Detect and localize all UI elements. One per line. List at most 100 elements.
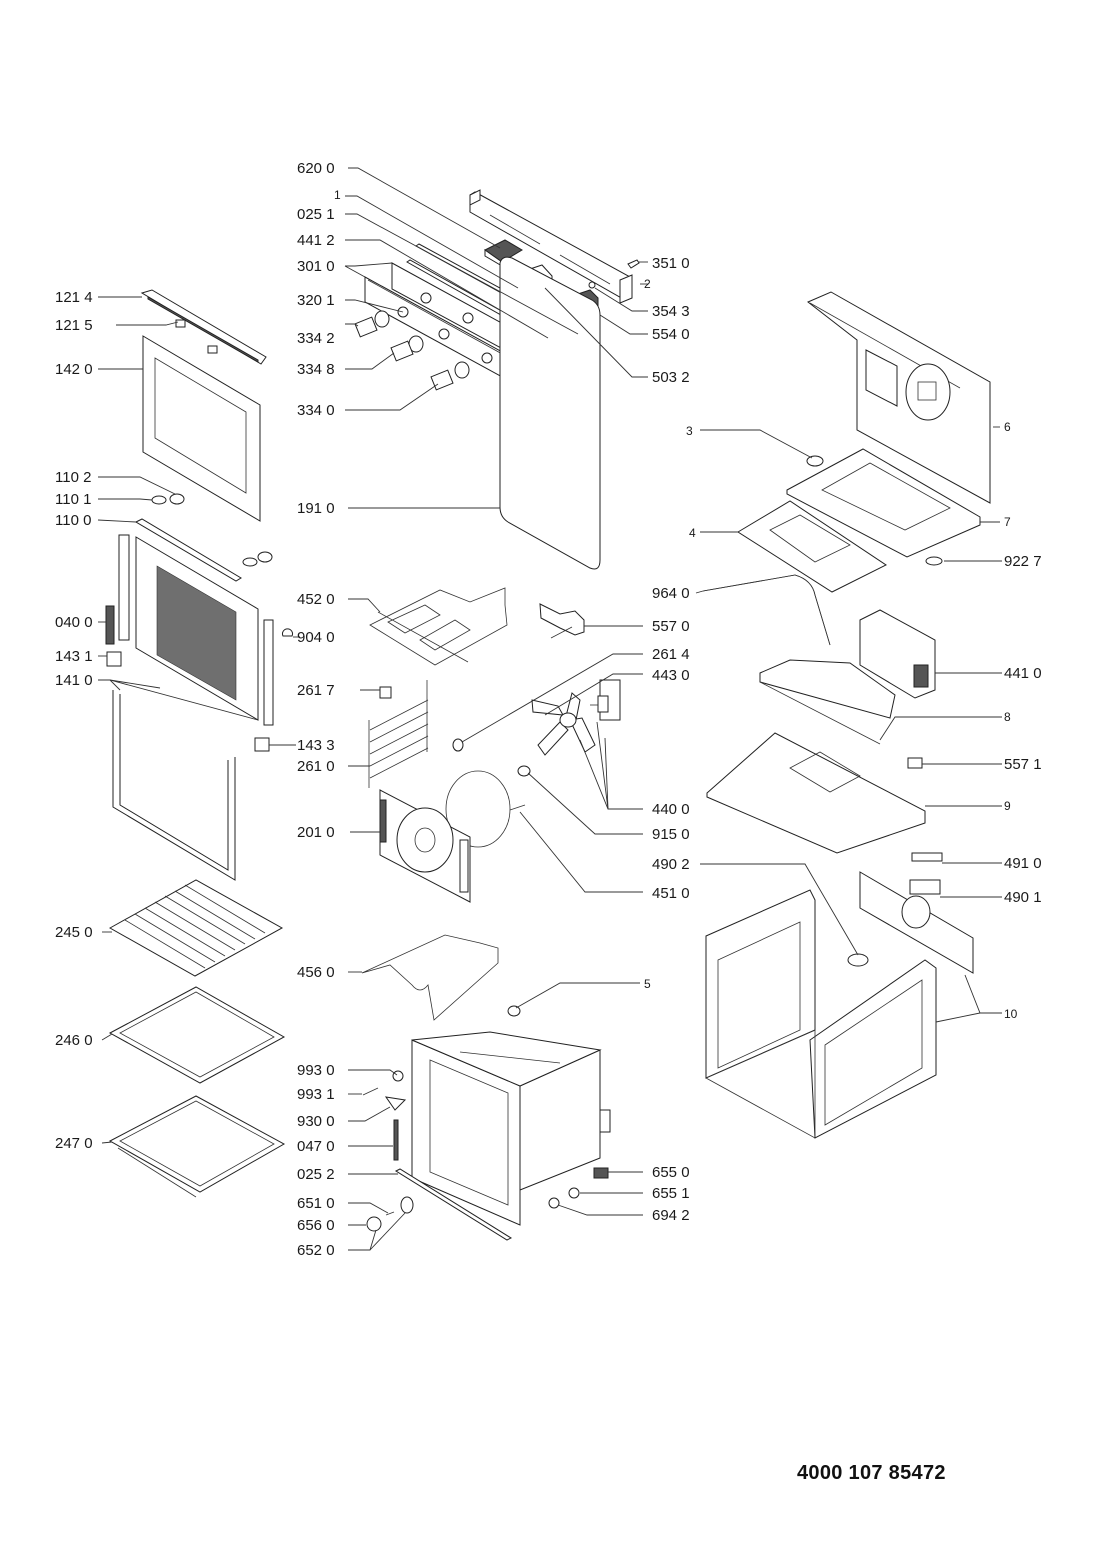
label-651-0: 651 0 <box>297 1195 335 1212</box>
label-7: 7 <box>1004 515 1011 529</box>
lamp-part <box>568 1187 580 1199</box>
rear-panel-part <box>859 871 974 974</box>
label-354-3: 354 3 <box>652 303 690 320</box>
label-993-0: 993 0 <box>297 1062 335 1079</box>
label-490-2: 490 2 <box>652 856 690 873</box>
fan-motor-part <box>590 679 621 721</box>
insulation-plate-part <box>737 500 887 593</box>
inner-door-part <box>135 536 259 721</box>
clip-part <box>384 1096 407 1111</box>
top-plate-part <box>786 448 981 558</box>
base-plate-part <box>706 732 926 854</box>
glass-bracket-part <box>151 495 167 505</box>
label-2: 2 <box>644 277 651 291</box>
knob-part <box>430 361 470 391</box>
screw-part <box>627 259 640 269</box>
label-964-0: 964 0 <box>652 585 690 602</box>
housing-group <box>702 291 991 1139</box>
label-557-0: 557 0 <box>652 618 690 635</box>
thermostat-part <box>907 757 923 769</box>
glass-bracket-part <box>242 557 258 567</box>
label-922-7: 922 7 <box>1004 553 1042 570</box>
lamp-part <box>588 281 596 289</box>
label-490-1: 490 1 <box>1004 889 1042 906</box>
cooling-fan-part <box>859 609 936 699</box>
label-655-1: 655 1 <box>652 1185 690 1202</box>
baking-tray-part <box>108 986 286 1084</box>
knob-part <box>400 1196 414 1214</box>
buffer-part <box>282 628 293 637</box>
label-656-0: 656 0 <box>297 1217 335 1234</box>
fan-blade-part <box>531 692 596 756</box>
label-301-0: 301 0 <box>297 258 335 275</box>
label-141-0: 141 0 <box>55 672 93 689</box>
label-261-7: 261 7 <box>297 682 335 699</box>
knob-part <box>390 335 424 362</box>
label-620-0: 620 0 <box>297 160 335 177</box>
label-1: 1 <box>334 188 341 202</box>
label-915-0: 915 0 <box>652 826 690 843</box>
lamp-holder-part <box>593 1167 609 1179</box>
bottom-strip-part <box>394 1168 513 1241</box>
label-025-1: 025 1 <box>297 206 335 223</box>
label-334-2: 334 2 <box>297 330 335 347</box>
pin-part <box>385 1211 395 1216</box>
label-930-0: 930 0 <box>297 1113 335 1130</box>
label-110-1: 110 1 <box>55 491 91 508</box>
label-10: 10 <box>1004 1007 1018 1021</box>
accessories-group <box>108 879 286 1198</box>
label-655-0: 655 0 <box>652 1164 690 1181</box>
inner-frame-part <box>112 690 236 881</box>
connector-part <box>909 879 941 895</box>
label-6: 6 <box>1004 420 1011 434</box>
label-451-0: 451 0 <box>652 885 690 902</box>
label-440-0: 440 0 <box>652 801 690 818</box>
label-4: 4 <box>689 526 696 540</box>
shelf-support-part <box>368 680 429 788</box>
label-443-0: 443 0 <box>652 667 690 684</box>
terminal-block-part <box>484 239 523 267</box>
label-261-4: 261 4 <box>652 646 690 663</box>
label-3: 3 <box>686 424 693 438</box>
label-9: 9 <box>1004 799 1011 813</box>
label-143-3: 143 3 <box>297 737 335 754</box>
label-201-0: 201 0 <box>297 824 335 841</box>
grill-element-part <box>369 587 508 666</box>
top-bracket-part <box>469 189 633 304</box>
label-143-1: 143 1 <box>55 648 93 665</box>
label-334-0: 334 0 <box>297 402 335 419</box>
label-904-0: 904 0 <box>297 629 335 646</box>
label-246-0: 246 0 <box>55 1032 93 1049</box>
label-694-2: 694 2 <box>652 1207 690 1224</box>
knob-part <box>366 1216 382 1232</box>
fan-cover-part <box>379 789 471 903</box>
cavity-internals-group <box>282 256 621 1021</box>
circular-element-part <box>445 770 526 848</box>
part-labels: 620 0 1 025 1 441 2 301 0 320 1 334 2 33… <box>55 160 1042 1259</box>
label-5: 5 <box>644 977 651 991</box>
document-number: 4000 107 85472 <box>797 1462 946 1484</box>
lamp-cap-part <box>548 1197 560 1209</box>
label-025-2: 025 2 <box>297 1166 335 1183</box>
label-121-4: 121 4 <box>55 289 93 306</box>
outer-glass-part <box>142 335 261 522</box>
thermostat-part <box>539 603 585 639</box>
label-320-1: 320 1 <box>297 292 335 309</box>
label-245-0: 245 0 <box>55 924 93 941</box>
label-351-0: 351 0 <box>652 255 690 272</box>
knob-part <box>354 310 390 338</box>
label-441-0: 441 0 <box>1004 665 1042 682</box>
cap-part <box>507 1005 521 1017</box>
leader-lines <box>97 167 1002 1251</box>
label-247-0: 247 0 <box>55 1135 93 1152</box>
door-seal-part <box>499 256 601 570</box>
drip-pan-part <box>108 1095 286 1198</box>
handle-clip-part <box>175 319 186 328</box>
fan-ring-part <box>847 953 869 967</box>
lamp-cover-part <box>452 738 464 752</box>
label-491-0: 491 0 <box>1004 855 1042 872</box>
label-554-0: 554 0 <box>652 326 690 343</box>
door-group <box>105 289 274 881</box>
label-121-5: 121 5 <box>55 317 93 334</box>
